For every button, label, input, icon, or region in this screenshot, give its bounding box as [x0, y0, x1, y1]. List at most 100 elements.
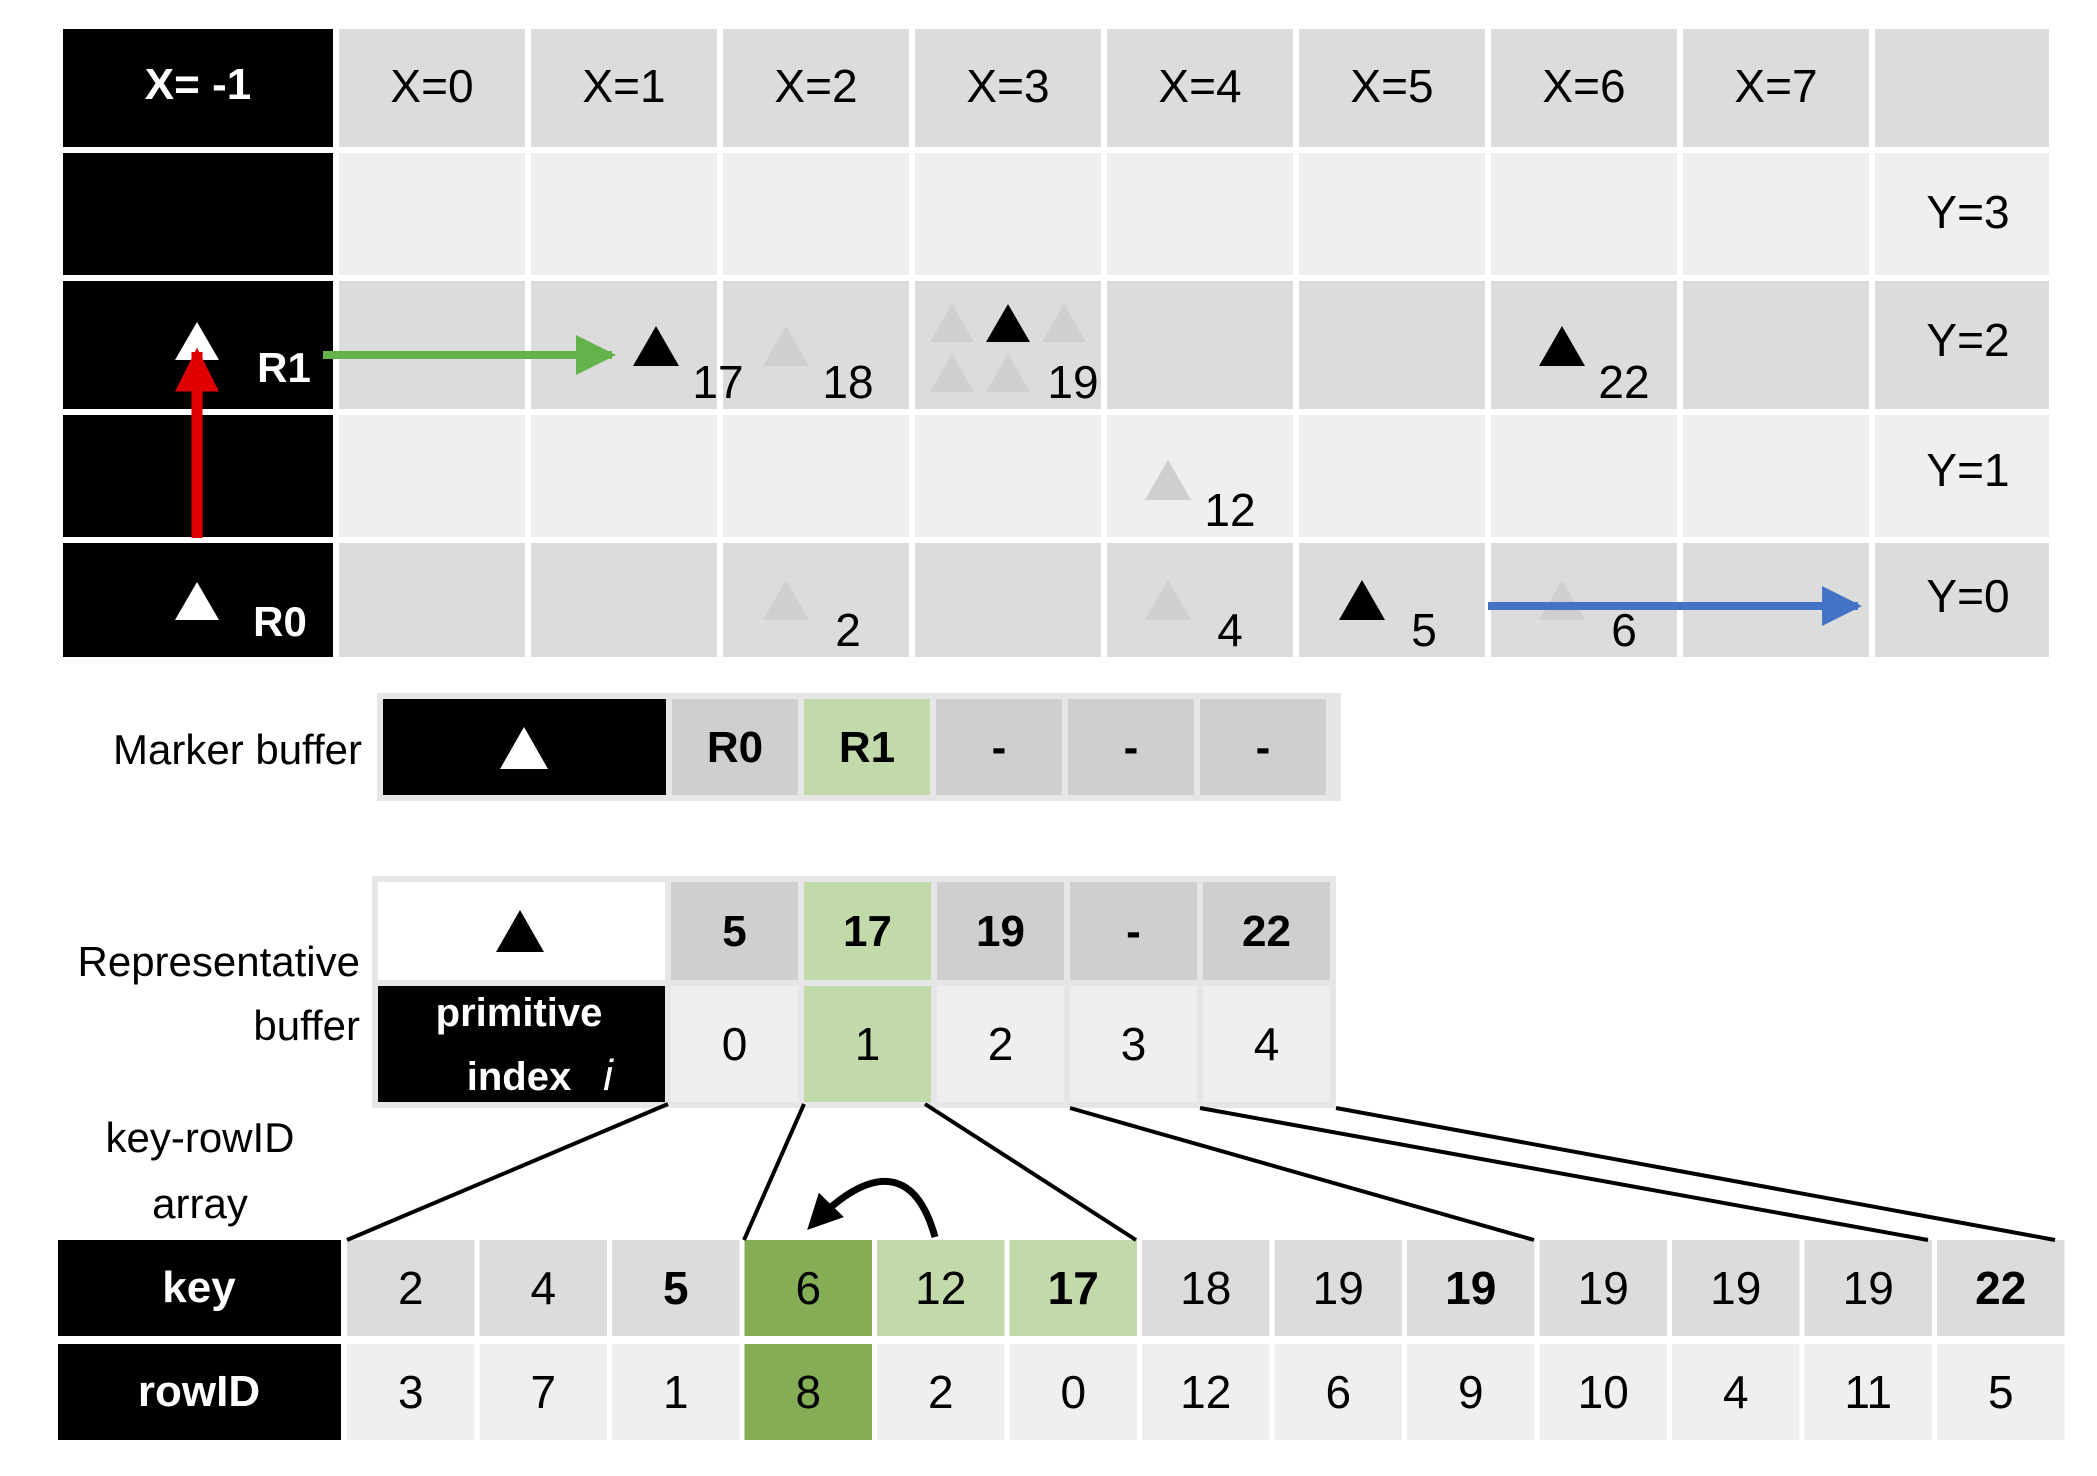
rep-value: 22	[1242, 907, 1291, 956]
grid-cell	[1875, 543, 2049, 657]
key-value: 4	[530, 1262, 556, 1314]
rep-index: 4	[1254, 1018, 1280, 1070]
primitive-19: 19	[930, 304, 1099, 408]
marker-buffer-cell	[1068, 699, 1194, 795]
grid-cell	[723, 153, 909, 275]
grid-cell	[915, 29, 1101, 147]
rep-value: -	[1126, 907, 1141, 956]
primitive-22: 22	[1539, 326, 1650, 408]
representative-buffer: Representative buffer primitive index i …	[78, 876, 1336, 1108]
grid-cell	[1875, 281, 2049, 409]
rowid-cell	[1672, 1344, 1800, 1440]
rep-value-cell	[937, 882, 1064, 980]
gray-triangle-icon	[763, 580, 809, 620]
primitive-label: 22	[1598, 356, 1649, 408]
representative-buffer-head-bottom	[378, 986, 665, 1102]
grid-cell	[339, 29, 525, 147]
grid-cell	[1875, 415, 2049, 537]
marker-buffer-cell	[672, 699, 798, 795]
rep-index: 1	[855, 1018, 881, 1070]
rep-index-cell	[671, 986, 798, 1102]
primitive-18: 18	[763, 326, 874, 408]
key-value: 19	[1578, 1262, 1629, 1314]
rowid-value: 6	[1325, 1366, 1351, 1418]
rowid-cell	[1937, 1344, 2065, 1440]
primitive-17: 17	[633, 326, 744, 408]
primitive-index-var: i	[603, 1051, 614, 1100]
connector-line	[923, 1102, 1138, 1242]
rowid-value: 1	[663, 1366, 689, 1418]
rep-value-cell	[1070, 882, 1197, 980]
grid-cell	[1491, 415, 1677, 537]
rowid-header: rowID	[138, 1367, 260, 1416]
rowid-value: 3	[398, 1366, 424, 1418]
rep-index-cell	[1070, 986, 1197, 1102]
key-value: 12	[915, 1262, 966, 1314]
gray-triangle-icon	[986, 354, 1030, 392]
grid-cell	[915, 543, 1101, 657]
primitive-index-header-2: index	[467, 1055, 571, 1099]
grid-cell	[1107, 153, 1293, 275]
x-header: X=1	[582, 60, 665, 112]
key-value: 19	[1710, 1262, 1761, 1314]
grid-cell	[1683, 29, 1869, 147]
key-value: 17	[1048, 1262, 1099, 1314]
marker-buffer-value: -	[1256, 723, 1271, 772]
rep-index: 0	[722, 1018, 748, 1070]
primitive-index-header-1: primitive	[436, 991, 603, 1035]
grid-cell	[531, 281, 717, 409]
black-triangle-icon	[633, 326, 679, 366]
rep-index: 2	[988, 1018, 1014, 1070]
connector-line	[742, 1103, 806, 1241]
key-rowid-label-1: key-rowID	[105, 1114, 294, 1161]
connector-line	[1069, 1106, 1535, 1242]
representative-buffer-label-2: buffer	[253, 1002, 360, 1049]
gray-triangle-icon	[1042, 304, 1086, 342]
grid-cell	[723, 415, 909, 537]
marker-buffer-cell	[1200, 699, 1326, 795]
key-cell	[744, 1240, 872, 1336]
black-triangle-icon	[1539, 326, 1585, 366]
rowid-value: 0	[1060, 1366, 1086, 1418]
key-cell	[479, 1240, 607, 1336]
rowid-header-cell	[58, 1344, 341, 1440]
grid-cell	[1107, 543, 1293, 657]
rowid-value: 8	[795, 1366, 821, 1418]
grid-cell	[531, 29, 717, 147]
rowid-cell	[1009, 1344, 1137, 1440]
grid-cell	[1491, 153, 1677, 275]
y-labels: Y=3Y=2Y=1Y=0	[1926, 186, 2009, 622]
grid-cell	[1683, 153, 1869, 275]
rowid-value: 4	[1723, 1366, 1749, 1418]
x-header: X=4	[1158, 60, 1241, 112]
grid-cell	[1683, 415, 1869, 537]
key-cell	[1274, 1240, 1402, 1336]
key-value: 19	[1445, 1262, 1496, 1314]
rep-value: 5	[722, 907, 746, 956]
rep-value-cell	[1203, 882, 1330, 980]
key-cell	[612, 1240, 740, 1336]
y-label: Y=1	[1926, 444, 2009, 496]
key-cell	[1009, 1240, 1137, 1336]
primitive-4: 4	[1145, 580, 1243, 656]
gray-triangle-icon	[763, 326, 809, 366]
key-header-cell	[58, 1240, 341, 1336]
grid-cell	[1875, 153, 2049, 275]
grid-cells	[63, 29, 2049, 657]
rowid-value: 2	[928, 1366, 954, 1418]
rowid-value: 12	[1180, 1366, 1231, 1418]
rowid-cell	[1407, 1344, 1535, 1440]
rowid-value: 9	[1458, 1366, 1484, 1418]
grid-cell	[1107, 415, 1293, 537]
grid-cell	[1299, 281, 1485, 409]
key-value: 22	[1975, 1262, 2026, 1314]
primitive-label: 18	[822, 356, 873, 408]
grid-cell	[531, 415, 717, 537]
gray-triangle-icon	[930, 304, 974, 342]
marker-buffer-value: R0	[707, 723, 763, 772]
